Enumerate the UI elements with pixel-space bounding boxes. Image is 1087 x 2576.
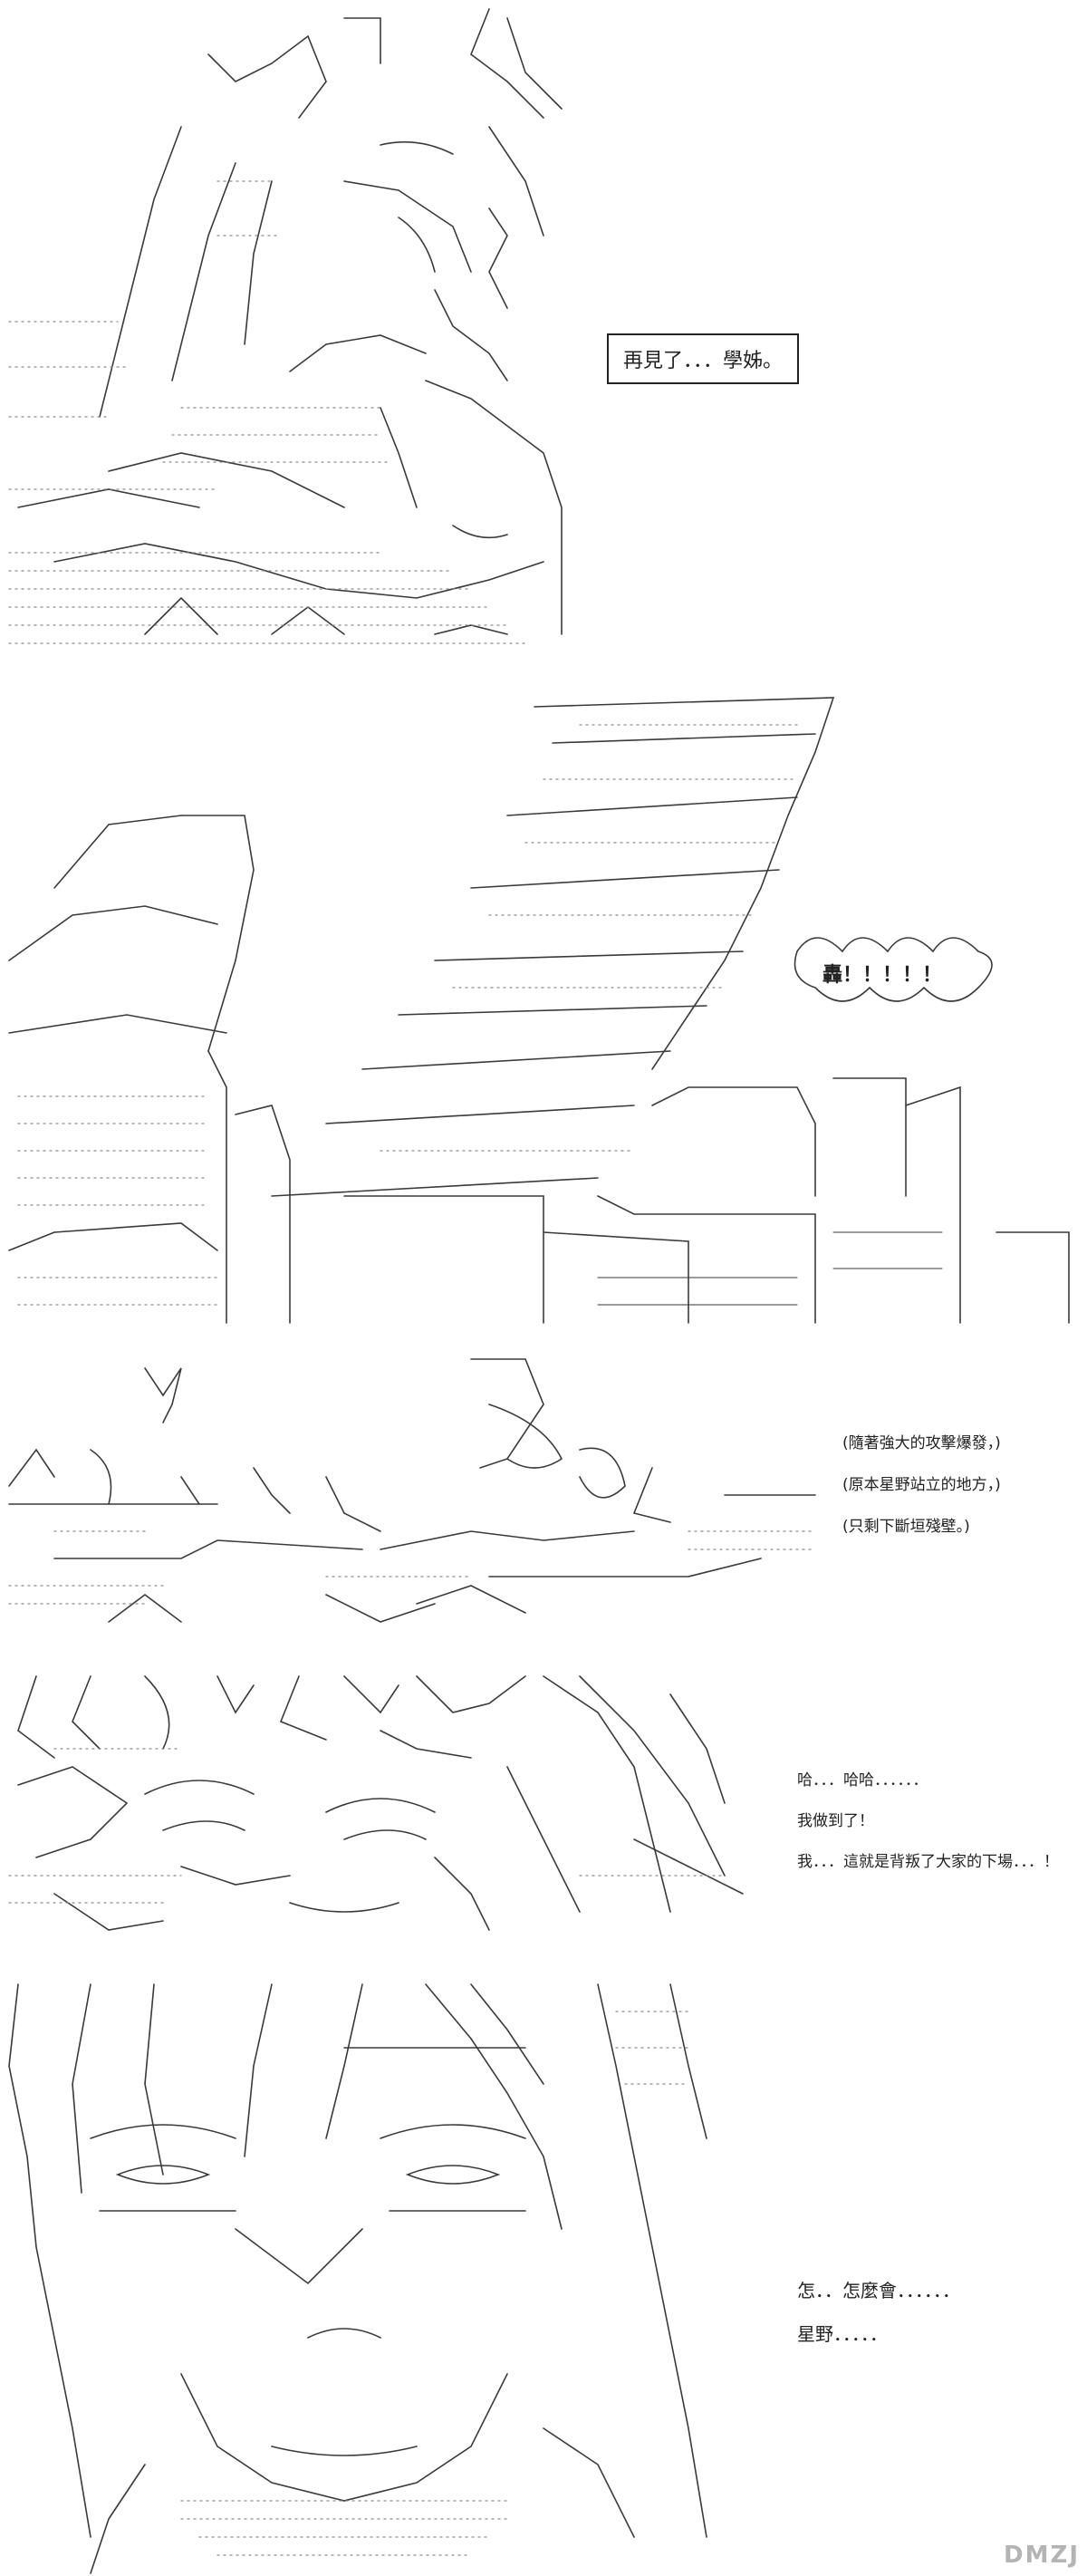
panel-5-ascii-art [8, 1983, 707, 2574]
narration-line-2: (原本星野站立的地方，) [842, 1476, 1001, 1494]
panel-5: 怎．．怎麼會．．．．．． 星野．．．．． DMZJ [0, 1957, 1087, 2576]
dialogue-line-2: 我做到了！ [797, 1812, 874, 1830]
narration-line-1: (隨著強大的攻擊爆發，) [842, 1434, 1001, 1452]
panel-3: (隨著強大的攻擊爆發，) (原本星野站立的地方，) (只剩下斷垣殘壁。) [0, 1350, 1087, 1649]
panel-3-ascii-art [8, 1358, 816, 1623]
dialogue-line-1: 哈．．．哈哈．．．．．． [797, 1771, 928, 1790]
narration-line-3: (只剩下斷垣殘壁。) [842, 1518, 970, 1536]
panel-1: 再見了．．．學姊。 [0, 0, 1087, 671]
sound-effect: 轟！！！！！ [822, 964, 943, 987]
speech-bubble: 再見了．．．學姊。 [607, 333, 800, 384]
site-watermark: DMZJ [1004, 2542, 1080, 2569]
dialogue-line-2: 星野．．．．． [797, 2323, 888, 2345]
dialogue-line-3: 我．．．這就是背叛了大家的下場．．．！ [797, 1853, 1059, 1871]
panel-4: 哈．．．哈哈．．．．．． 我做到了！ 我．．．這就是背叛了大家的下場．．．！ [0, 1658, 1087, 1948]
dialogue-line-1: 怎．．怎麼會．．．．．． [797, 2280, 960, 2301]
panel-1-ascii-art [8, 8, 563, 644]
panel-2: 轟！！！！！ [0, 689, 1087, 1341]
panel-4-ascii-art [8, 1675, 744, 1931]
panel-2-ascii-art [8, 697, 1070, 1324]
